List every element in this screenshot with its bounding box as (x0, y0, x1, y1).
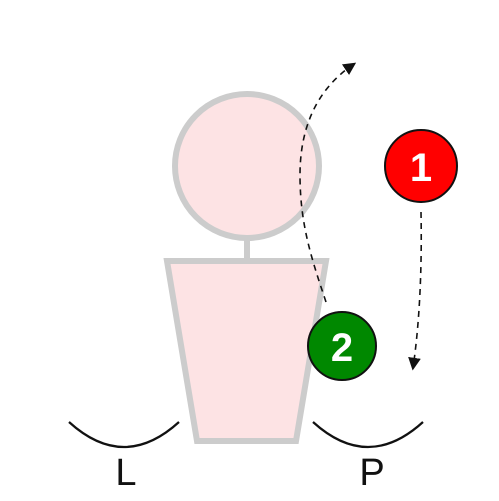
figure-head (172, 91, 322, 241)
left-side-label: L (115, 452, 136, 494)
left-foot-arc (68, 421, 180, 449)
right-foot-arc (312, 421, 424, 449)
right-side-label: P (359, 452, 384, 494)
motion-path-marker-1 (408, 211, 423, 371)
marker-2: 2 (307, 311, 377, 381)
marker-1: 1 (384, 129, 458, 203)
marker-2-circle (307, 311, 377, 381)
marker-2-number: 2 (331, 326, 353, 370)
marker-1-number: 1 (410, 146, 432, 190)
figure-body (163, 258, 330, 444)
marker-1-circle (384, 129, 458, 203)
person-figure (163, 91, 330, 444)
